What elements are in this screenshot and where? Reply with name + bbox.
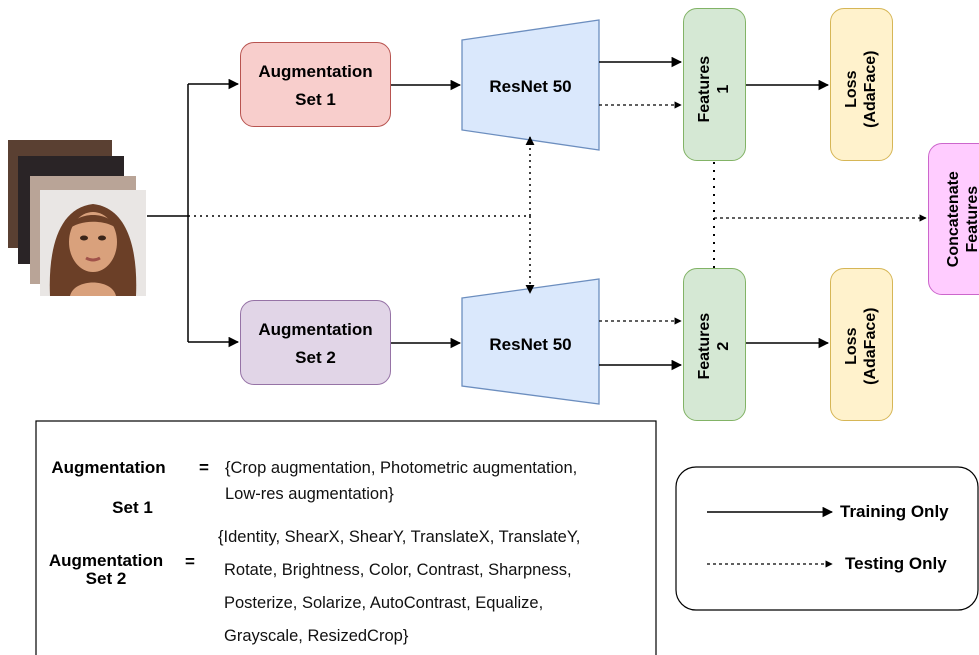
features-2-line2: 2 [715, 341, 732, 351]
desc-set2-equals: = [185, 552, 195, 571]
desc-set1-key: Augmentation [36, 458, 181, 478]
resnet-bottom-label: ResNet 50 [489, 335, 572, 354]
loss-top-label: Loss (AdaFace) [842, 29, 880, 149]
features-2-label: Features 2 [695, 286, 733, 406]
augmentation-set-2-line1: Augmentation [258, 320, 373, 339]
augmentation-set-1-line1: Augmentation [258, 62, 373, 81]
loss-bottom-line2: (AdaFace) [862, 307, 879, 385]
desc-set2-value-line4: Grayscale, ResizedCrop} [224, 627, 409, 645]
legend-testing-label: Testing Only [845, 554, 947, 573]
resnet-bottom-shape [461, 278, 600, 405]
desc-set1-value-line1: {Crop augmentation, Photometric augmenta… [225, 459, 578, 477]
desc-set2-value-line2: Rotate, Brightness, Color, Contrast, Sha… [224, 561, 572, 579]
features-1-label: Features 1 [695, 29, 733, 149]
augmentation-set-2-label: Augmentation Set 2 [240, 316, 391, 372]
loss-top-box [830, 8, 893, 161]
desc-set2-value-line1: {Identity, ShearX, ShearY, TranslateX, T… [218, 528, 581, 546]
augmentation-set-2-box [240, 300, 391, 385]
desc-set1-key-line1: Augmentation [51, 458, 166, 477]
legend-box [675, 466, 979, 611]
features-2-line1: Features [695, 312, 713, 380]
resnet-top-label: ResNet 50 [489, 77, 572, 96]
loss-bottom-label: Loss (AdaFace) [842, 286, 880, 406]
face-image-front [40, 190, 146, 296]
concatenate-line2: Features [964, 185, 979, 253]
augmentation-set-1-box [240, 42, 391, 127]
desc-set2-value: {Identity, ShearX, ShearY, TranslateX, T… [218, 521, 580, 653]
desc-set2-key: Augmentation Set 2 [36, 552, 176, 588]
desc-set2-key-line2: Set 2 [85, 569, 127, 588]
concatenate-line1: Concatenate [944, 171, 962, 268]
features-1-box [683, 8, 746, 161]
augmentation-set-2-line2: Set 2 [295, 348, 336, 367]
features-1-line2: 1 [715, 84, 732, 94]
concatenate-features-box [928, 143, 979, 295]
loss-bottom-line1: Loss [842, 327, 860, 365]
features-1-line1: Features [695, 55, 713, 123]
loss-top-line1: Loss [842, 70, 860, 108]
desc-set1-equals: = [199, 458, 209, 477]
loss-bottom-box [830, 268, 893, 421]
face-illustration-icon [49, 204, 137, 296]
desc-set1-key-line2: Set 1 [112, 498, 153, 517]
augmentation-set-1-line2: Set 1 [295, 90, 336, 109]
loss-top-line2: (AdaFace) [862, 50, 879, 128]
augmentation-set-1-label: Augmentation Set 1 [240, 58, 391, 114]
desc-set1-key-2: Set 1 [60, 498, 205, 518]
desc-set1-value-line2: Low-res augmentation} [225, 485, 394, 503]
concatenate-features-label: Concatenate Features [944, 159, 979, 279]
desc-set2-value-line3: Posterize, Solarize, AutoContrast, Equal… [224, 594, 544, 612]
desc-set1-value: {Crop augmentation, Photometric augmenta… [225, 454, 577, 509]
description-box [35, 420, 657, 655]
legend-training-label: Training Only [840, 502, 949, 521]
resnet-top-shape [461, 19, 600, 151]
features-2-box [683, 268, 746, 421]
desc-set2-key-line1: Augmentation [48, 551, 164, 570]
